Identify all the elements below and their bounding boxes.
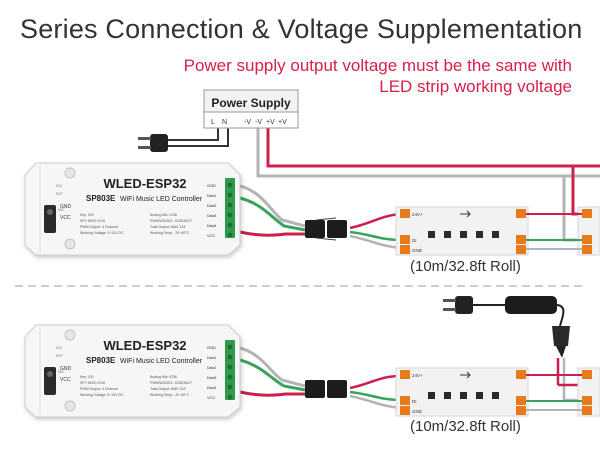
- label-gnd-right: GND: [207, 183, 216, 188]
- label-data4-2: Data4: [207, 386, 216, 390]
- label-vcc-right: VCC: [207, 233, 216, 238]
- spec-right-2-2: PWM/WS2811: IO25/26/27: [150, 381, 192, 385]
- spec-left-4-2: Working Voltage: 5~24V DC: [80, 393, 124, 397]
- spec-left-3-2: PWM Output: 4 Channel: [80, 387, 118, 391]
- controller-subtitle: WiFi Music LED Controller: [120, 196, 203, 203]
- led-strip-top: 24V+ DI GND: [395, 206, 600, 256]
- spec-left-4: Working Voltage: 5~24V DC: [80, 231, 124, 235]
- strip-pad-gnd: GND: [412, 248, 423, 253]
- voltage-note-line-2: LED strip working voltage: [379, 77, 572, 96]
- ps-terminal-l: L: [211, 119, 215, 126]
- label-data3: Data3: [207, 214, 216, 218]
- controller-wires-bottom: [239, 346, 401, 410]
- spec-right-3-2: Total Output: MAX 12A: [150, 387, 186, 391]
- roll-length-bottom: (10m/32.8ft Roll): [410, 418, 521, 435]
- controller-brand-2: WLED-ESP32: [103, 338, 186, 353]
- label-mic-2: MIC: [58, 370, 65, 374]
- label-mic: MIC: [58, 208, 65, 212]
- controller-bottom: [24, 324, 241, 418]
- spec-left-1-2: Key: IO0: [80, 375, 94, 379]
- controller-bottom-text: WLED-ESP32 SP803E WiFi Music LED Control…: [56, 338, 216, 400]
- power-supply-box: Power Supply L N -V -V +V +V: [203, 89, 299, 129]
- power-supply-label: Power Supply: [211, 96, 291, 110]
- mains-plug-bottom: [443, 296, 505, 314]
- controller-top-details: [39, 165, 235, 253]
- label-data2-2: Data2: [207, 366, 216, 370]
- ps-terminal-pos-1: +V: [266, 119, 275, 126]
- label-vcc-left: VCC: [60, 215, 71, 221]
- label-data1-2: Data1: [207, 356, 216, 360]
- label-vcc-left-2: VCC: [60, 377, 71, 383]
- controller-top: [24, 162, 241, 256]
- spec-left-2: SPI: MISO IO16: [80, 219, 105, 223]
- label-gnd-left-2: GND: [60, 366, 72, 372]
- spec-left-1: Key: IO0: [80, 213, 94, 217]
- strip-pad-pos: 24V+: [412, 212, 423, 217]
- controller-brand: WLED-ESP32: [103, 176, 186, 191]
- spec-right-1: Analog Mic: IO36: [150, 213, 177, 217]
- controller-model: SP803E: [86, 194, 116, 203]
- spec-right-2: PWM/WS2811: IO25/26/27: [150, 219, 192, 223]
- ps-terminal-neg-2: -V: [255, 119, 262, 126]
- spec-right-1-2: Analog Mic: IO36: [150, 375, 177, 379]
- jst-connector-top: [305, 217, 347, 241]
- controller-wires-top: [239, 184, 401, 250]
- controller-model-2: SP803E: [86, 356, 116, 365]
- label-io0: IO0: [56, 184, 62, 188]
- label-data2: Data2: [207, 204, 216, 208]
- strip-pad-di: DI: [412, 238, 417, 243]
- label-vcc-right-2: VCC: [207, 395, 216, 400]
- voltage-note-line-1: Power supply output voltage must be the …: [183, 56, 572, 75]
- roll-length-top: (10m/32.8ft Roll): [410, 258, 521, 275]
- label-data3-2: Data3: [207, 376, 216, 380]
- label-io0-2: IO0: [56, 346, 62, 350]
- label-gnd-left: GND: [60, 204, 72, 210]
- ps-terminal-neg-1: -V: [244, 119, 251, 126]
- led-strip-bottom: 24V+ DI GND: [395, 367, 600, 417]
- spec-left-2-2: SPI: MISO IO16: [80, 381, 105, 385]
- label-rst: RST: [56, 192, 64, 196]
- controller-top-text: WLED-ESP32 SP803E WiFi Music LED Control…: [56, 176, 216, 238]
- strip-pad-pos-2: 24V+: [412, 373, 423, 378]
- spec-left-3: PWM Output: 4 Channel: [80, 225, 118, 229]
- spec-right-4: Working Temp: -20~60°C: [150, 231, 190, 235]
- page-title: Series Connection & Voltage Supplementat…: [20, 14, 583, 44]
- mains-plug-top: [138, 128, 229, 152]
- ps-terminal-pos-2: +V: [278, 119, 287, 126]
- ps-terminal-n: N: [222, 119, 227, 126]
- label-data1: Data1: [207, 194, 216, 198]
- strip-pad-gnd-2: GND: [412, 409, 423, 414]
- controller-bottom-details: [39, 327, 235, 415]
- label-data4: Data4: [207, 224, 216, 228]
- jst-connector-bottom: [305, 380, 347, 398]
- spec-right-3: Total Output: MAX 12A: [150, 225, 186, 229]
- controller-subtitle-2: WiFi Music LED Controller: [120, 358, 203, 365]
- label-gnd-right-2: GND: [207, 345, 216, 350]
- spec-right-4-2: Working Temp: -20~60°C: [150, 393, 190, 397]
- strip-pad-di-2: DI: [412, 399, 417, 404]
- label-rst-2: RST: [56, 354, 64, 358]
